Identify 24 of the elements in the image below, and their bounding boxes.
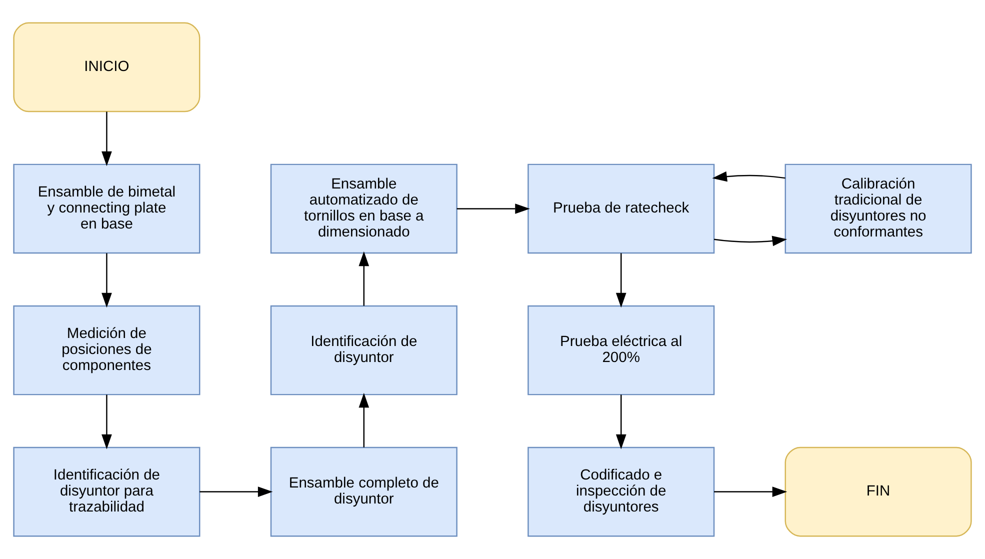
node-box: Codificado e inspección de disyuntores xyxy=(528,446,715,537)
node-box: INICIO xyxy=(13,22,200,112)
arrow xyxy=(102,112,112,166)
node-box: Ensamble automatizado de tornillos en base a dimensionado xyxy=(270,164,458,254)
arrow xyxy=(358,251,370,306)
arrow xyxy=(616,253,626,308)
arrow xyxy=(616,394,626,450)
node-box: FIN xyxy=(784,446,972,537)
node-box: Ensamble de bimetal y connecting plate en base xyxy=(13,164,200,254)
node-box: Calibración tradicional de disyuntores no conformantes xyxy=(784,164,972,254)
arrow xyxy=(358,392,370,448)
node-box: Identificación de disyuntor xyxy=(270,305,458,396)
arrow xyxy=(456,204,530,214)
arrow xyxy=(714,486,788,497)
arrow xyxy=(714,236,788,246)
node-box: Prueba eléctrica al 200% xyxy=(528,305,715,396)
arrow xyxy=(102,394,112,450)
arrow xyxy=(200,486,273,497)
node-box: Prueba de ratecheck xyxy=(528,164,715,254)
arrow xyxy=(712,171,786,182)
node-box: Identificación de disyuntor para trazabilidad xyxy=(13,446,200,537)
node-box: Medición de posiciones de componentes xyxy=(13,305,200,396)
arrow xyxy=(102,253,112,308)
node-box: Ensamble completo de disyuntor xyxy=(270,446,458,537)
